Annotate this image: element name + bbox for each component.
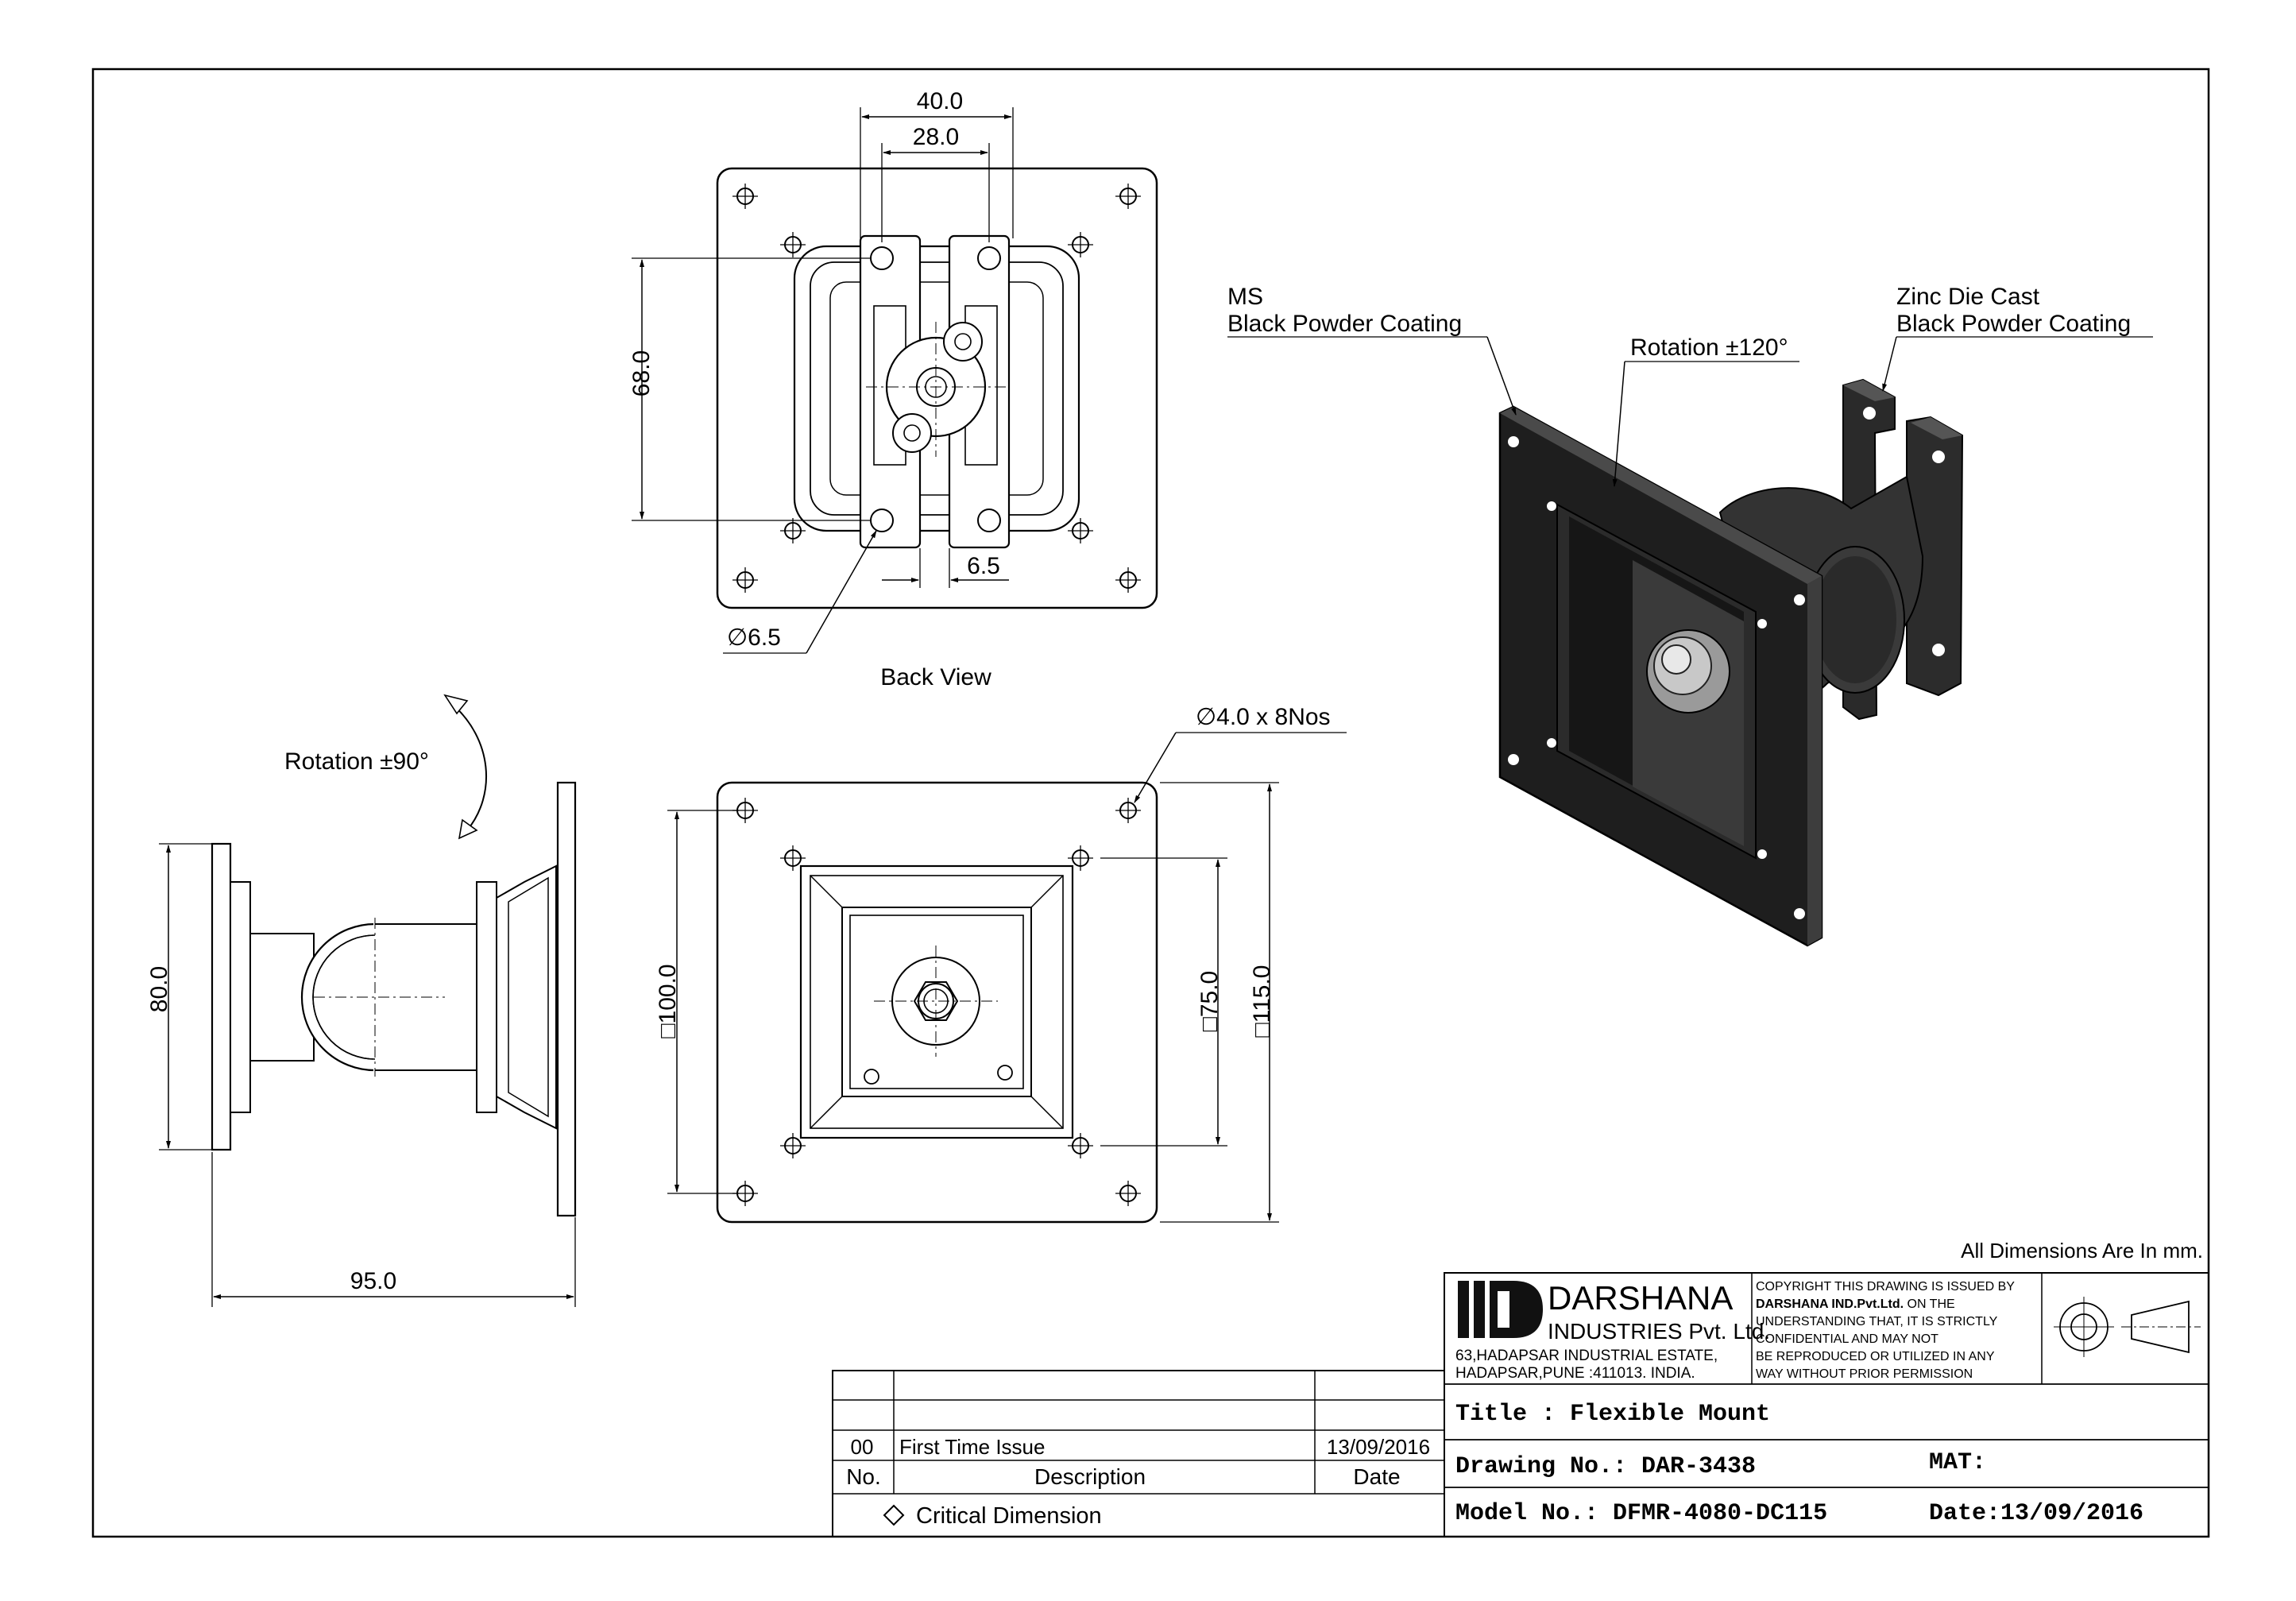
rev-header-date: Date [1353,1464,1400,1489]
iso-ms-label-2: Black Powder Coating [1227,311,1462,337]
copyright-company: DARSHANA IND.Pvt.Ltd. [1756,1297,1904,1311]
copyright-line-2: ON THE [1904,1297,1955,1311]
projection-symbol-icon [2054,1297,2201,1357]
hole-callout: ∅4.0 x 8Nos [1196,704,1331,730]
back-view-caption: Back View [880,664,991,690]
rev-header-no: No. [846,1464,881,1489]
copyright-line-1: COPYRIGHT THIS DRAWING IS ISSUED BY [1756,1280,2015,1294]
drawing-date: Date:13/09/2016 [1929,1500,2143,1527]
side-mount-plate [211,842,232,1151]
dim-28: 28.0 [913,124,959,150]
iso-zinc-label-1: Zinc Die Cast [1896,284,2040,310]
iso-zinc-label-2: Black Powder Coating [1896,311,2131,337]
copyright-line-4: CONFIDENTIAL AND MAY NOT [1756,1332,1938,1346]
rev-no: 00 [851,1435,874,1459]
company-name: DARSHANA [1548,1279,1733,1317]
title-block: DARSHANA INDUSTRIES Pvt. Ltd. 63,HADAPSA… [1444,1272,2209,1537]
dim-6-5: 6.5 [967,553,1000,579]
rotation-90-arrow-icon [450,702,487,831]
dim-100: □100.0 [655,964,681,1038]
iso-rotation-label: Rotation ±120° [1630,335,1788,361]
dim-hole-6-5: ∅6.5 [727,625,781,651]
copyright-line-5: BE REPRODUCED OR UTILIZED IN ANY [1756,1350,1995,1363]
front-plate-outline [716,781,1158,1224]
dim-95: 95.0 [350,1268,396,1294]
dim-75: □75.0 [1196,971,1223,1032]
side-view: Rotation ±90° 80.0 95.0 [146,694,577,1307]
copyright-line-6: WAY WITHOUT PRIOR PERMISSION [1756,1367,1973,1381]
rotation-90-label: Rotation ±90° [284,748,429,775]
front-pocket-outer [799,864,1074,1139]
copyright-line-3: UNDERSTANDING THAT, IT IS STRICTLY [1756,1315,1998,1328]
back-pocket [793,245,1080,532]
company-subname: INDUSTRIES Pvt. Ltd. [1548,1319,1770,1344]
critical-dimension-legend: Critical Dimension [916,1503,1102,1529]
iso-view: MS Black Powder Coating Rotation ±120° Z… [1227,284,2153,947]
dim-115: □115.0 [1249,965,1275,1038]
company-logo [1458,1281,1543,1338]
rev-description: First Time Issue [899,1435,1045,1459]
side-front-plate [556,781,577,1217]
model-number: Model No.: DFMR-4080-DC115 [1455,1500,1827,1527]
drawing-title: Title : Flexible Mount [1455,1401,1770,1428]
dim-68: 68.0 [628,350,655,396]
iso-ms-label-1: MS [1227,284,1263,310]
front-hub [891,957,980,1046]
rev-date: 13/09/2016 [1327,1435,1430,1459]
dim-40: 40.0 [917,88,963,114]
critical-dimension-diamond-icon [883,1504,905,1526]
front-view: ∅4.0 x 8Nos □100.0 □75.0 □115.0 [655,704,1347,1224]
address-line-1: 63,HADAPSAR INDUSTRIAL ESTATE, [1455,1348,1718,1364]
back-plate-outline [716,167,1158,609]
rev-header-description: Description [1034,1464,1146,1489]
drawing-number: Drawing No.: DAR-3438 [1455,1453,1756,1480]
back-view: 40.0 28.0 68.0 6.5 ∅6.5 Back View [628,88,1158,690]
address-line-2: HADAPSAR,PUNE :411013. INDIA. [1455,1365,1695,1382]
svg-text:DARSHANA IND.Pvt.Ltd. ON THE: DARSHANA IND.Pvt.Ltd. ON THE [1756,1297,1955,1311]
units-note: All Dimensions Are In mm. [1961,1239,2203,1263]
dim-80: 80.0 [146,966,172,1012]
material: MAT: [1929,1449,1986,1476]
revision-table: 00 First Time Issue 13/09/2016 No. Descr… [832,1370,1445,1537]
